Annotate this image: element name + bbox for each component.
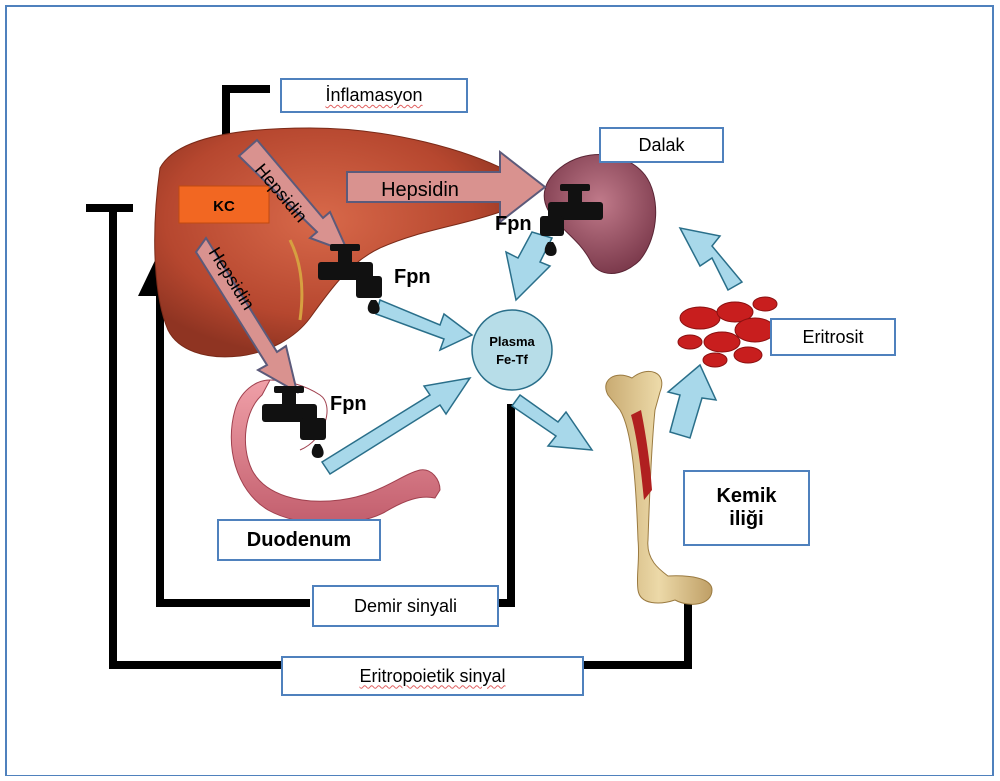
faucet-icon [262,386,326,458]
iron-signal-box: Demir sinyali [312,585,499,627]
plasma-label-2: Fe-Tf [496,352,528,367]
bone-marrow-box: Kemik iliği [683,470,810,546]
spleen-label: Dalak [638,135,684,156]
liver-to-plasma-arrow [376,300,472,350]
erythrocyte-label: Eritrosit [802,327,863,348]
erythrocyte-box: Eritrosit [770,318,896,356]
inflammation-label: İnflamasyon [325,85,422,106]
fpn-duodenum-label: Fpn [330,393,367,415]
red-blood-cells-image [678,297,777,367]
spleen-box: Dalak [599,127,724,163]
inflammation-box: İnflamasyon [280,78,468,113]
iron-signal-label: Demir sinyali [354,596,457,617]
duodenum-box: Duodenum [217,519,381,561]
erythropoietic-signal-box: Eritropoietik sinyal [281,656,584,696]
rbc-to-spleen-arrow [680,228,742,290]
kc-label: KC [213,198,235,215]
bone-to-rbc-arrow [668,365,716,438]
erythropoietic-signal-label: Eritropoietik sinyal [359,666,505,687]
plasma-circle [472,310,552,390]
spleen-to-plasma-arrow [506,232,552,300]
fpn-liver-label: Fpn [394,266,431,288]
plasma-to-bone-arrow [512,395,592,450]
fpn-spleen-label: Fpn [495,213,532,235]
duodenum-label: Duodenum [247,529,351,552]
bone-marrow-label-2: iliği [729,508,763,531]
bone-marrow-label-1: Kemik [716,485,776,508]
hepcidin-spleen-label: Hepsidin [381,179,459,201]
plasma-label-1: Plasma [489,334,535,349]
